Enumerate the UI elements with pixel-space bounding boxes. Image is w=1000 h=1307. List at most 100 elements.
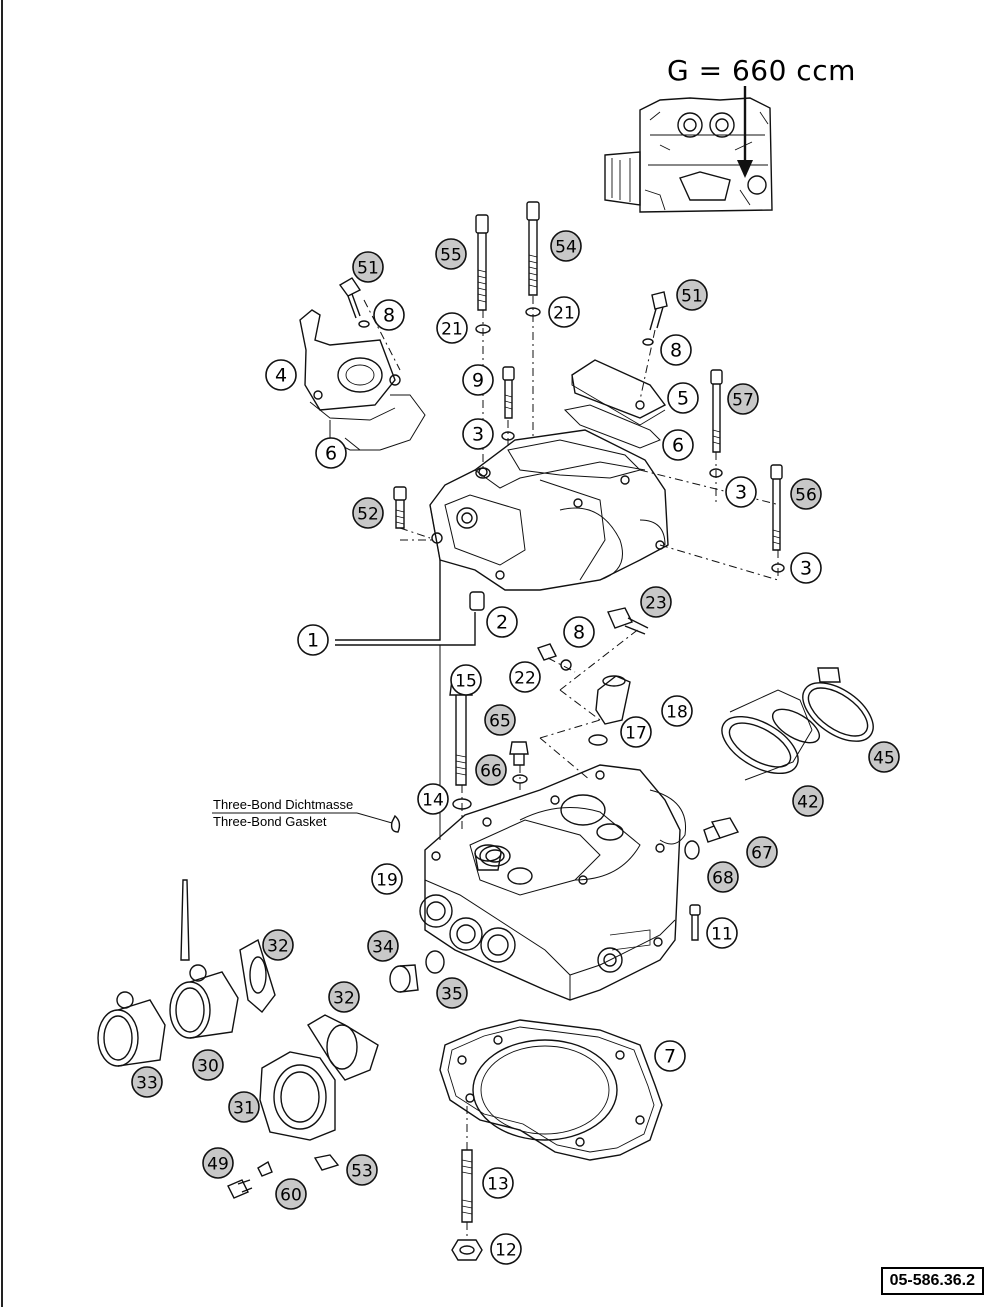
sealant-note-english: Three-Bond Gasket xyxy=(213,814,327,829)
callout-60: 60 xyxy=(275,1178,307,1210)
o-ring-17 xyxy=(588,734,608,746)
callout-circle xyxy=(462,364,494,396)
callout-circle xyxy=(262,929,294,961)
callout-number: 35 xyxy=(441,985,463,1005)
callout-circle xyxy=(550,230,582,262)
nut-12 xyxy=(451,1239,483,1261)
callout-13: 13 xyxy=(482,1167,514,1199)
callout-number: 6 xyxy=(672,435,684,457)
callout-number: 19 xyxy=(376,871,398,891)
callout-number: 5 xyxy=(677,388,689,410)
callout-21: 21 xyxy=(548,296,580,328)
callout-number: 1 xyxy=(307,630,319,652)
callout-circle xyxy=(482,1167,514,1199)
callout-53: 53 xyxy=(346,1154,378,1186)
callout-19: 19 xyxy=(371,863,403,895)
callout-number: 52 xyxy=(357,505,379,525)
callout-circle xyxy=(475,754,507,786)
plug-67 xyxy=(703,817,740,843)
callout-number: 3 xyxy=(472,424,484,446)
sealant-note-german: Three-Bond Dichtmasse xyxy=(213,797,354,812)
callout-circle xyxy=(661,695,693,727)
bolt-9 xyxy=(502,366,515,419)
callout-circle xyxy=(131,1066,163,1098)
callout-number: 32 xyxy=(333,989,355,1009)
callout-number: 45 xyxy=(873,749,895,769)
callout-number: 57 xyxy=(732,391,754,411)
callout-circle xyxy=(192,1049,224,1081)
stud-13 xyxy=(461,1149,473,1223)
callout-circle xyxy=(790,552,822,584)
callout-number: 54 xyxy=(555,238,577,258)
callout-7: 7 xyxy=(654,1040,686,1072)
callout-31: 31 xyxy=(228,1091,260,1123)
callout-number: 8 xyxy=(383,305,395,327)
callout-circle xyxy=(346,1154,378,1186)
callout-35: 35 xyxy=(436,977,468,1009)
callout-3: 3 xyxy=(790,552,822,584)
cylinder-head xyxy=(419,764,687,1001)
inset-head-view xyxy=(604,97,773,213)
callout-66: 66 xyxy=(475,754,507,786)
exhaust-gasket-32-top xyxy=(239,938,276,1014)
exhaust-flange-30 xyxy=(169,879,239,1039)
valve-cover-plate xyxy=(571,359,667,426)
callout-number: 13 xyxy=(487,1175,509,1195)
callout-number: 12 xyxy=(495,1241,517,1261)
callout-number: 34 xyxy=(372,938,394,958)
callout-45: 45 xyxy=(868,741,900,773)
callout-circle xyxy=(563,616,595,648)
screw-11 xyxy=(689,904,701,941)
cover-gasket xyxy=(329,394,426,451)
bolt-56 xyxy=(770,464,783,551)
intake-flange xyxy=(721,689,821,781)
callout-number: 6 xyxy=(325,443,337,465)
callout-circle xyxy=(640,586,672,618)
callout-circle xyxy=(725,476,757,508)
screw-49 xyxy=(227,1179,253,1199)
exhaust-flange-31 xyxy=(259,1051,336,1141)
callout-circle xyxy=(486,606,518,638)
callout-number: 21 xyxy=(553,304,575,324)
callout-number: 4 xyxy=(275,365,287,387)
callout-52: 52 xyxy=(352,497,384,529)
callout-number: 66 xyxy=(480,762,502,782)
callout-number: 60 xyxy=(280,1186,302,1206)
callout-6: 6 xyxy=(315,437,347,469)
callout-circle xyxy=(484,704,516,736)
callout-17: 17 xyxy=(620,716,652,748)
callout-number: 7 xyxy=(664,1046,676,1068)
callout-number: 23 xyxy=(645,594,667,614)
callout-circle xyxy=(352,497,384,529)
callout-number: 11 xyxy=(711,925,733,945)
callout-number: 17 xyxy=(625,724,647,744)
variant-label: G = 660 ccm xyxy=(667,54,856,87)
callout-number: 42 xyxy=(797,793,819,813)
bolt-15 xyxy=(449,679,473,786)
head-gasket xyxy=(439,1019,663,1161)
callout-number: 33 xyxy=(136,1074,158,1094)
callout-circle xyxy=(228,1091,260,1123)
callout-number: 51 xyxy=(357,259,379,279)
callout-circle xyxy=(436,312,468,344)
callout-circle xyxy=(371,863,403,895)
callout-number: 51 xyxy=(681,287,703,307)
callout-circle xyxy=(490,1233,522,1265)
callout-5: 5 xyxy=(667,382,699,414)
plug-2 xyxy=(469,591,485,611)
page-edge-line xyxy=(1,0,3,1307)
callout-number: 53 xyxy=(351,1162,373,1182)
callout-1-bracket xyxy=(335,560,476,646)
callout-circle xyxy=(662,429,694,461)
sealant-drop-icon xyxy=(390,814,401,833)
callout-51: 51 xyxy=(352,251,384,283)
callout-65: 65 xyxy=(484,704,516,736)
callout-circle xyxy=(660,334,692,366)
callout-circle xyxy=(548,296,580,328)
callout-number: 2 xyxy=(496,612,508,634)
sleeve-18 xyxy=(595,675,631,725)
callout-circle xyxy=(436,977,468,1009)
washer-8-left xyxy=(358,320,370,328)
callout-number: 65 xyxy=(489,712,511,732)
